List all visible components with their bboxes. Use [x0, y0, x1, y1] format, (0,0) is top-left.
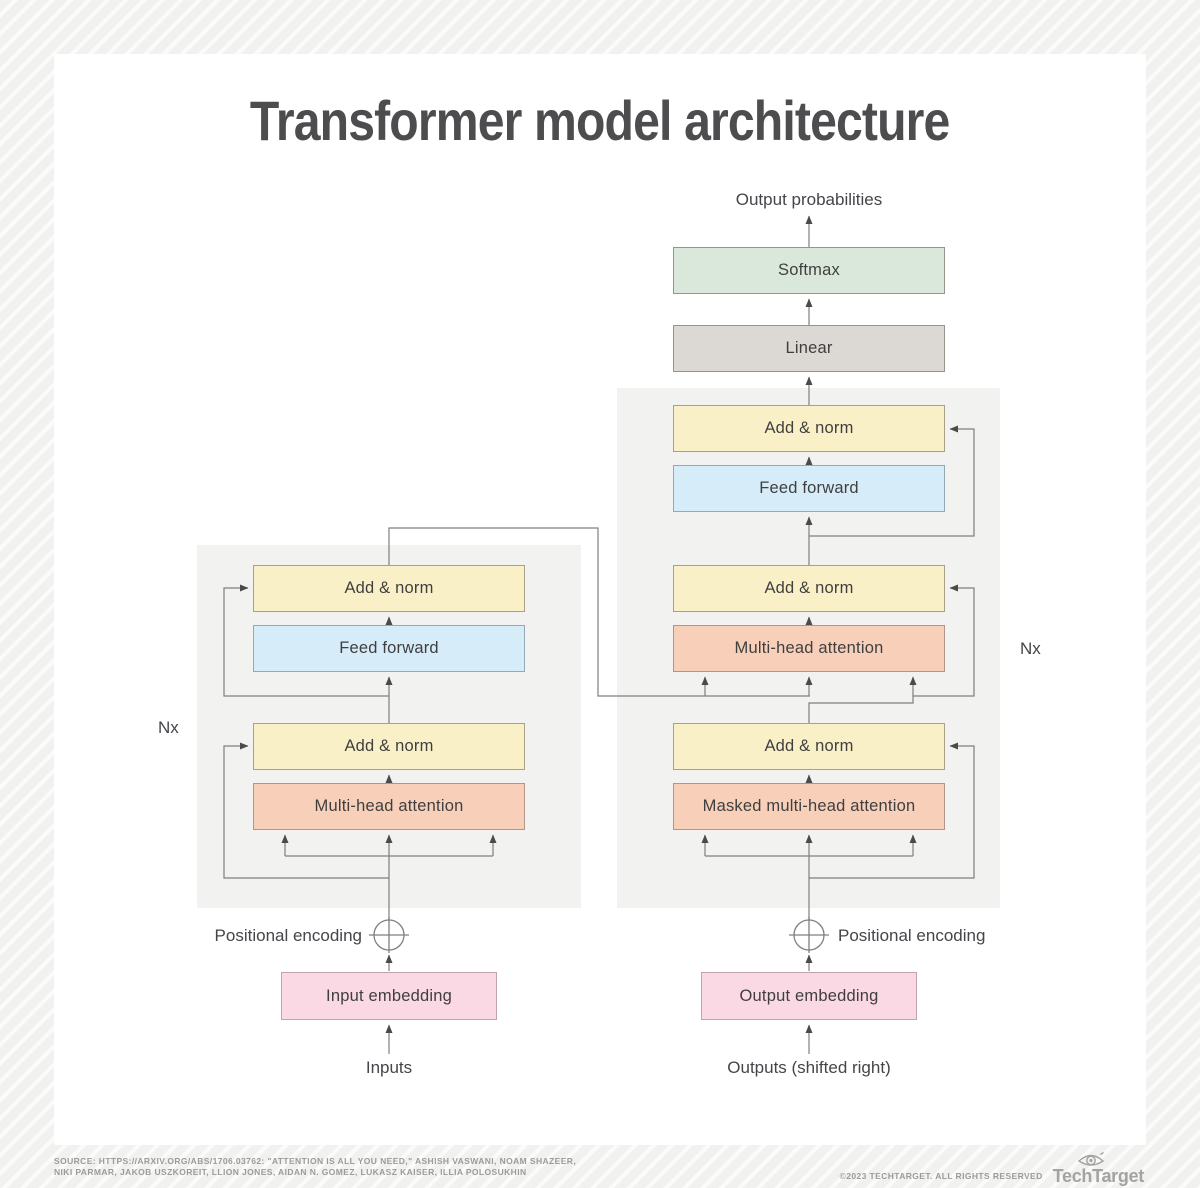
source-attribution: SOURCE: HTTPS://ARXIV.ORG/ABS/1706.03762… [54, 1156, 576, 1178]
input-embedding-box: Input embedding [281, 972, 497, 1020]
nx-left-label: Nx [158, 718, 179, 737]
output-probabilities-label: Output probabilities [735, 190, 883, 209]
footer-branding: ©2023 TECHTARGET. ALL RIGHTS RESERVED Te… [839, 1152, 1145, 1187]
masked-multi-head-attention-box: Masked multi-head attention [673, 783, 945, 830]
softmax-box: Softmax [673, 247, 945, 294]
outputs-label: Outputs (shifted right) [727, 1058, 891, 1077]
decoder-add-norm-top-box: Add & norm [673, 405, 945, 452]
decoder-multi-head-attention-box: Multi-head attention [673, 625, 945, 672]
nx-right-label: Nx [1020, 639, 1041, 658]
copyright-text: ©2023 TECHTARGET. ALL RIGHTS RESERVED [839, 1170, 1043, 1181]
output-embedding-box: Output embedding [701, 972, 917, 1020]
brand-text: TechTarget [1052, 1166, 1145, 1186]
source-line-2: NIKI PARMAR, JAKOB USZKOREIT, LLION JONE… [54, 1167, 527, 1177]
page-title: Transformer model architecture [250, 89, 950, 152]
techtarget-logo: TechTarget [1052, 1152, 1145, 1187]
encoder-add-norm-top-box: Add & norm [253, 565, 525, 612]
encoder-feed-forward-box: Feed forward [253, 625, 525, 672]
linear-box: Linear [673, 325, 945, 372]
decoder-add-norm-middle-box: Add & norm [673, 565, 945, 612]
decoder-feed-forward-box: Feed forward [673, 465, 945, 512]
inputs-label: Inputs [365, 1058, 413, 1077]
encoder-add-norm-bottom-box: Add & norm [253, 723, 525, 770]
decoder-add-norm-bottom-box: Add & norm [673, 723, 945, 770]
positional-encoding-left-label: Positional encoding [214, 926, 362, 945]
encoder-multi-head-attention-box: Multi-head attention [253, 783, 525, 830]
source-line-1: SOURCE: HTTPS://ARXIV.ORG/ABS/1706.03762… [54, 1156, 577, 1166]
eye-icon [1077, 1152, 1104, 1166]
positional-encoding-right-label: Positional encoding [838, 926, 986, 945]
